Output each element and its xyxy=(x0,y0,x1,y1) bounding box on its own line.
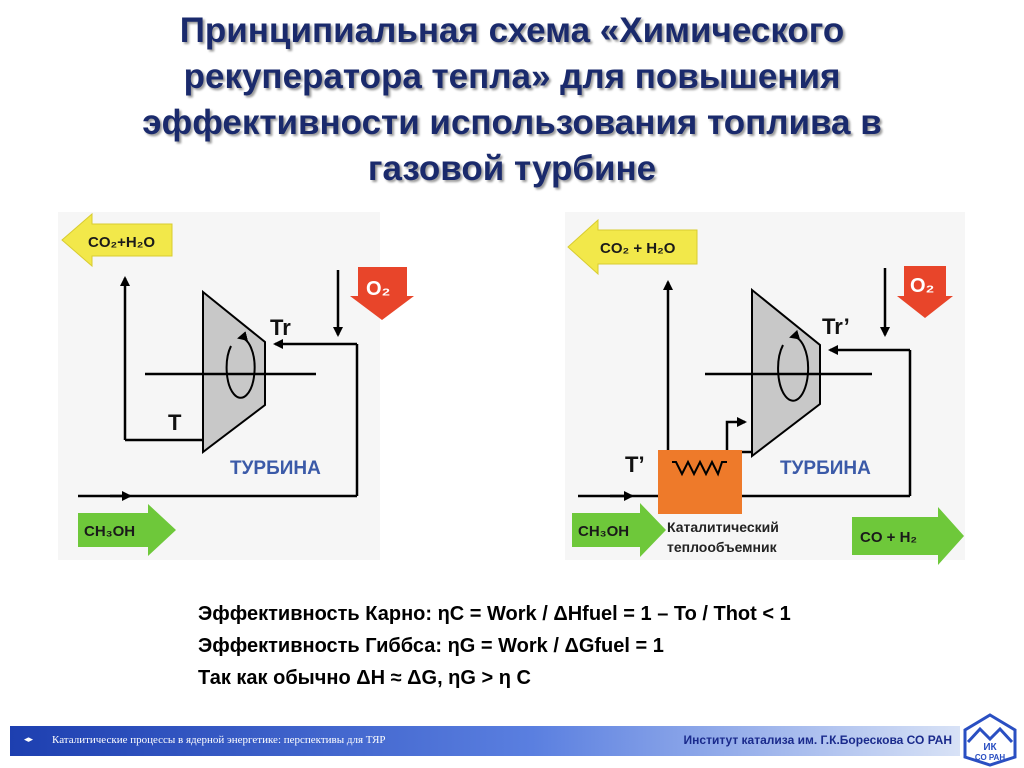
institute-logo-icon: ИК СО РАН xyxy=(963,713,1017,767)
right-reformer-outlet xyxy=(725,417,747,452)
right-rotation-icon xyxy=(777,329,810,402)
title-line-1: Принципиальная схема «Химического xyxy=(179,11,845,50)
right-diagram: CO₂ + H₂O O₂ Tr’ T’ ТУРБИНА CH₃OH Катали… xyxy=(567,218,964,565)
exchanger-label-line-1: Каталитический xyxy=(667,519,779,535)
footer-left-text: Каталитические процессы в ядерной энерге… xyxy=(52,734,386,746)
catalytic-heat-exchanger xyxy=(658,450,742,514)
right-exhaust-arrow xyxy=(567,218,698,276)
footer-right-text: Институт катализа им. Г.К.Борескова СО Р… xyxy=(683,733,952,747)
left-exhaust-label: CO₂+H₂O xyxy=(88,234,155,251)
right-t-label: T’ xyxy=(625,452,645,477)
product-arrow xyxy=(852,507,964,565)
right-oxygen-label: O₂ xyxy=(910,275,934,297)
logo-text-1: ИК xyxy=(983,742,997,753)
conclusion-formula: Так как обычно ΔH ≈ ΔG, ηG > η C xyxy=(198,667,531,689)
title-line-4: газовой турбине xyxy=(367,149,657,188)
left-oxygen-label: O₂ xyxy=(366,278,390,300)
product-label: CO + H₂ xyxy=(860,529,917,546)
left-exhaust-arrow xyxy=(61,212,173,268)
slide-title: Принципиальная схема «Химического рекупе… xyxy=(40,8,984,192)
left-turbine-label: ТУРБИНА xyxy=(230,458,321,479)
left-fuel-label: CH₃OH xyxy=(84,523,135,540)
efficiency-formulas: Эффективность Карно: ηC = Work / ΔHfuel … xyxy=(198,598,958,694)
left-rotation-icon xyxy=(225,331,256,399)
footer-nav-icon[interactable]: ◂▸ xyxy=(24,734,34,744)
left-fuel-arrow xyxy=(78,504,176,556)
left-oxygen-arrow xyxy=(350,267,414,320)
carnot-formula: Эффективность Карно: ηC = Work / ΔHfuel … xyxy=(198,603,791,625)
right-tr-label: Tr’ xyxy=(822,314,850,339)
right-oxygen-arrow xyxy=(897,266,953,318)
right-turbine-label: ТУРБИНА xyxy=(780,458,871,479)
heat-exchanger-coil-icon xyxy=(672,459,727,477)
exchanger-label-line-2: теплообъемник xyxy=(667,539,778,555)
right-fuel-label: CH₃OH xyxy=(578,523,629,540)
left-tr-label: Tr xyxy=(270,315,291,340)
title-line-3: эффективности использования топлива в xyxy=(142,103,882,142)
footer-bar: ◂▸ Каталитические процессы в ядерной эне… xyxy=(10,726,960,756)
logo-text-2: СО РАН xyxy=(975,753,1005,762)
left-t-label: T xyxy=(168,410,182,435)
right-exhaust-label: CO₂ + H₂O xyxy=(600,240,676,257)
left-diagram: CO₂+H₂O O₂ Tr T ТУРБИНА CH₃OH xyxy=(61,212,414,556)
title-line-2: рекуператора тепла» для повышения xyxy=(183,57,841,96)
left-turbine xyxy=(202,289,266,455)
right-fuel-arrow xyxy=(572,503,666,557)
gibbs-formula: Эффективность Гиббса: ηG = Work / ΔGfuel… xyxy=(198,635,664,657)
